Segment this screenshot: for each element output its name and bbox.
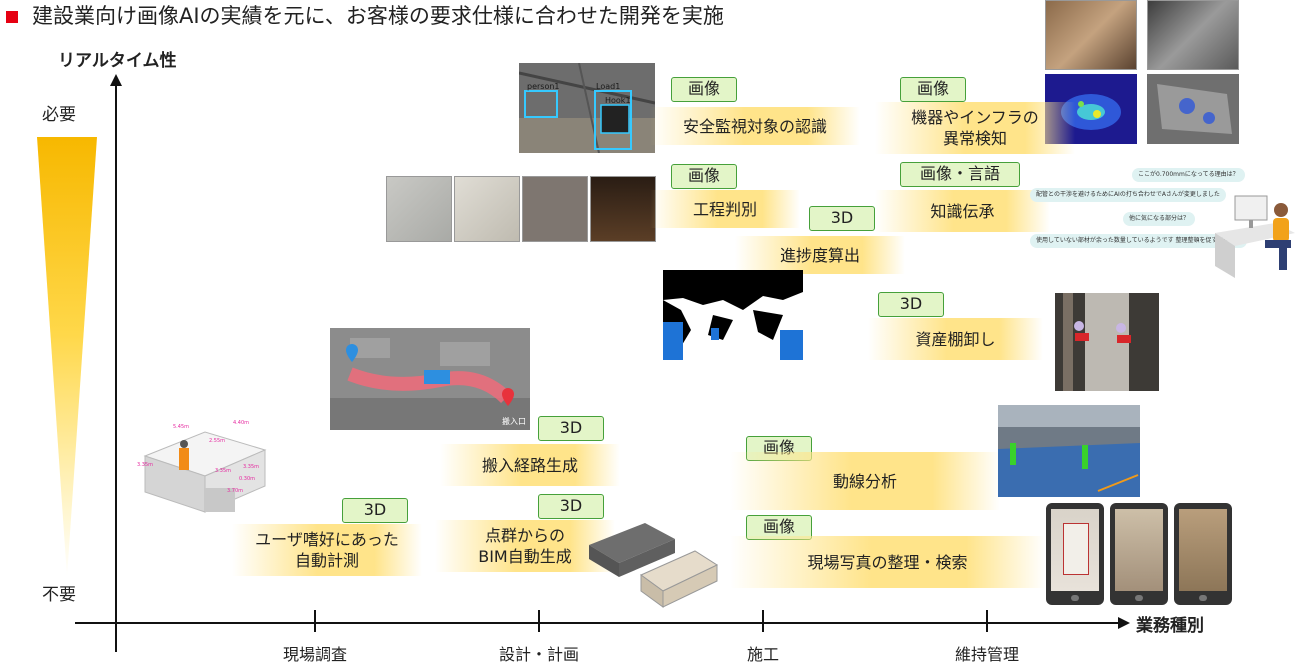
route-end-label: 搬入口 <box>502 416 526 426</box>
tablet-photo-1 <box>1046 503 1104 605</box>
tablet-home-button <box>1199 595 1207 601</box>
label-load: Load1 <box>596 82 620 91</box>
item-auto-measurement: ユーザ嗜好にあった自動計測 <box>232 524 422 576</box>
tag-image: 画像 <box>671 77 737 102</box>
tag-image: 画像 <box>900 77 966 102</box>
item-text: 点群からの BIM自動生成 <box>478 525 572 567</box>
tag-image-language: 画像・言語 <box>900 162 1020 187</box>
progress-pointcloud-image <box>663 270 803 360</box>
process-photo-3 <box>522 176 588 242</box>
x-tick <box>986 610 988 632</box>
anomaly-heatmap-2 <box>1147 74 1239 144</box>
tablet-photo-2 <box>1110 503 1168 605</box>
x-axis-arrow <box>1118 617 1130 629</box>
label-person: person1 <box>527 82 560 91</box>
item-text-line2: BIM自動生成 <box>478 547 572 566</box>
anomaly-photo-2 <box>1147 0 1239 70</box>
chat-bubble: 使用していない部材が余った数量しているようです 整理整頓を促すべきです <box>1030 234 1248 248</box>
item-text: 動線分析 <box>832 471 897 491</box>
item-text-line2: 異常検知 <box>942 129 1007 148</box>
x-tick <box>762 610 764 632</box>
item-anomaly-detection: 機器やインフラの異常検知 <box>875 102 1075 154</box>
item-text-line1: ユーザ嗜好にあった <box>255 530 399 549</box>
item-text: 資産棚卸し <box>915 329 996 349</box>
load-detection-box <box>594 90 632 150</box>
item-text: 安全監視対象の認識 <box>682 116 827 136</box>
room-measurement-image: 5.45m 4.40m 2.55m 3.35m 3.35m 3.35m 0.30… <box>137 420 267 513</box>
process-photo-2 <box>454 176 520 242</box>
person-at-desk-icon <box>1215 195 1295 278</box>
y-axis-high: 必要 <box>42 105 76 125</box>
tag-3d: 3D <box>538 416 604 441</box>
route-generation-image: 搬入口 <box>330 328 530 430</box>
title-bullet <box>6 11 18 23</box>
safety-monitoring-image: person1 Load1 Hook1 <box>519 63 655 153</box>
tag-3d: 3D <box>809 206 875 231</box>
tag-image: 画像 <box>671 164 737 189</box>
room-dim: 0.30m <box>239 476 255 482</box>
process-photo-1 <box>386 176 452 242</box>
item-text: 進捗度算出 <box>779 245 860 265</box>
tablet-photo-object <box>1063 523 1089 575</box>
chat-bubble: 他に気になる部分は？ <box>1123 212 1196 226</box>
tablet-photo-3 <box>1174 503 1232 605</box>
tablet-home-button <box>1071 595 1079 601</box>
page-title: 建設業向け画像AIの実績を元に、お客様の要求仕様に合わせた開発を実施 <box>32 4 724 28</box>
item-text-line1: 機器やインフラの <box>911 108 1039 127</box>
item-flow-analysis: 動線分析 <box>730 452 1000 510</box>
tag-3d: 3D <box>878 292 944 317</box>
item-text: 搬入経路生成 <box>481 455 578 475</box>
item-text: ユーザ嗜好にあった自動計測 <box>255 529 399 571</box>
item-progress-calculation: 進捗度算出 <box>735 236 905 274</box>
item-asset-inventory: 資産棚卸し <box>868 318 1043 360</box>
item-route-generation: 搬入経路生成 <box>440 444 620 486</box>
y-axis-arrow <box>110 74 122 86</box>
x-category-survey: 現場調査 <box>282 645 347 664</box>
item-process-identification: 工程判別 <box>650 190 800 228</box>
item-text: 工程判別 <box>692 199 757 219</box>
item-text: 機器やインフラの異常検知 <box>911 107 1039 149</box>
y-axis-low: 不要 <box>42 585 76 605</box>
item-knowledge-transfer: 知識伝承 <box>875 190 1050 232</box>
x-axis-line <box>75 622 1120 624</box>
process-photo-4 <box>590 176 656 242</box>
room-dim: 5.45m <box>173 424 189 430</box>
x-tick <box>538 610 540 632</box>
x-category-maintenance: 維持管理 <box>954 645 1019 664</box>
item-text: 知識伝承 <box>930 201 995 221</box>
x-category-construction: 施工 <box>746 645 779 664</box>
room-dim: 2.55m <box>209 438 225 444</box>
x-tick <box>314 610 316 632</box>
y-axis-line <box>115 82 117 652</box>
item-text-line1: 点群からの <box>484 526 565 545</box>
person-detection-box <box>524 90 558 118</box>
y-axis-label: リアルタイム性 <box>58 51 177 71</box>
flow-analysis-image <box>998 405 1140 497</box>
realtime-gradient-triangle <box>37 137 97 577</box>
room-dim: 3.35m <box>243 464 259 470</box>
tag-3d: 3D <box>342 498 408 523</box>
bim-generation-image <box>589 523 719 608</box>
label-hook: Hook1 <box>605 96 631 105</box>
asset-inventory-image <box>1055 293 1159 391</box>
item-photo-organizing: 現場写真の整理・検索 <box>730 536 1045 588</box>
item-bim-generation: 点群からの BIM自動生成 <box>435 520 615 572</box>
tablet-home-button <box>1135 595 1143 601</box>
item-text-line2: 自動計測 <box>294 551 359 570</box>
item-text: 現場写真の整理・検索 <box>807 552 968 572</box>
tablet-screen <box>1179 509 1227 591</box>
tablet-screen <box>1051 509 1099 591</box>
tablet-screen <box>1115 509 1163 591</box>
chat-bubble: ここが0.700mmになってる理由は？ <box>1132 168 1245 182</box>
anomaly-photo-1 <box>1045 0 1137 70</box>
x-category-design: 設計・計画 <box>498 645 579 664</box>
room-dim: 4.40m <box>233 420 249 426</box>
room-dim: 3.70m <box>227 488 243 494</box>
room-dim: 3.35m <box>137 462 153 468</box>
room-dim: 3.35m <box>215 468 231 474</box>
tag-3d: 3D <box>538 494 604 519</box>
chat-bubble: 配管との干渉を避けるためにAIの打ち合わせでAさんが変更しました <box>1030 188 1226 202</box>
item-safety-monitoring: 安全監視対象の認識 <box>650 107 860 145</box>
x-axis-label: 業務種別 <box>1136 616 1204 636</box>
